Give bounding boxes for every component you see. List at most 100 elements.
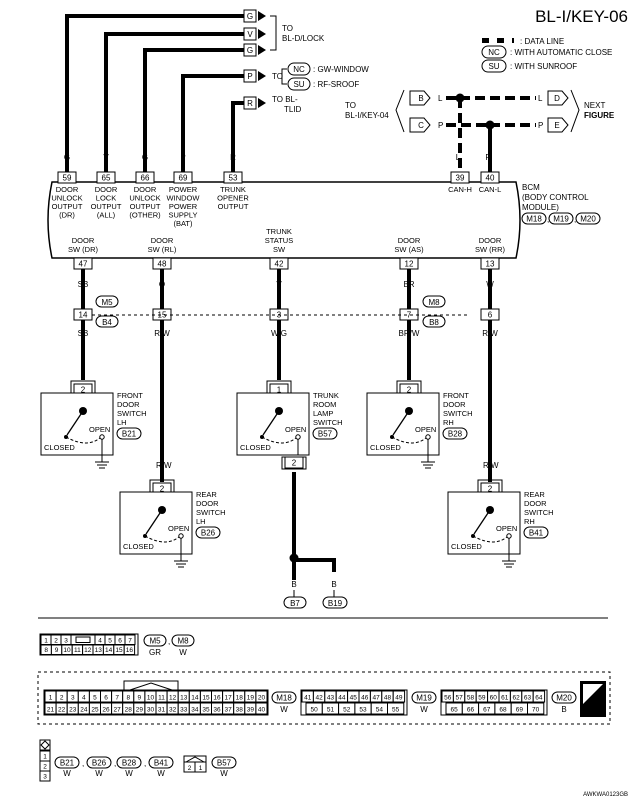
m18-r1-text-10: 11 — [158, 695, 165, 702]
m19-r1-text-2: 43 — [327, 695, 335, 702]
bot-desc-47-0: DOOR — [72, 236, 95, 245]
m18-r1-text-11: 12 — [169, 695, 177, 702]
view-m5-color: GR — [149, 648, 161, 657]
legend: : DATA LINE NC : WITH AUTOMATIC CLOSE SU… — [481, 37, 612, 73]
switch-front_rh-conn-tag — [442, 427, 468, 440]
switch-rear_lh-conn-tag — [195, 526, 221, 539]
bot-pin-48-label: 48 — [158, 260, 167, 269]
m18-r2-text-15: 36 — [213, 707, 221, 714]
top-desc-59-1: UNLOCK — [51, 194, 82, 203]
m5m8-r2-text-4: 12 — [84, 647, 92, 654]
switch-trunk-label-0: TRUNK — [313, 391, 339, 400]
m5m8-r2-text-1: 9 — [55, 647, 59, 654]
switch-rear_lh-body — [119, 491, 193, 555]
m18-r1-text-1: 2 — [60, 695, 64, 702]
bcm-conn-m18-tag — [521, 212, 547, 225]
switch-rear_lh-label-1: DOOR — [196, 499, 219, 508]
sw3-text-1: 2 — [43, 764, 47, 771]
m18-r1-text-0: 1 — [49, 695, 53, 702]
ground-b7: B7 — [290, 599, 300, 608]
m18-r2-text-6: 27 — [114, 707, 122, 714]
m18-r1-text-14: 15 — [202, 695, 210, 702]
jc-m8: M8 — [428, 298, 440, 307]
view-sw-b28-tag — [116, 756, 142, 769]
can-conn-b: B — [418, 94, 423, 103]
m18-r1-text-16: 17 — [225, 695, 233, 702]
view-sw-sep-0: , — [82, 759, 84, 768]
view-sw-b41-tag — [148, 756, 174, 769]
view-m18-color: W — [280, 705, 288, 714]
to-bl-key04-2: BL-I/KEY-04 — [345, 111, 389, 120]
bot-pin-47-box — [73, 257, 93, 270]
m18-r2-text-8: 29 — [136, 707, 144, 714]
wire-color-p: P — [247, 72, 252, 81]
switch-rear_lh-open: OPEN — [168, 524, 189, 533]
bot-desc-42-1: STATUS — [265, 236, 293, 245]
top-wire-66: G — [142, 153, 148, 162]
view-sw-sep-2: , — [144, 759, 146, 768]
to-bl-key04-1: TO — [345, 101, 356, 110]
view-sw-color-0: W — [63, 769, 71, 778]
bot-pin-12-label: 12 — [405, 260, 414, 269]
m18-r2-text-10: 31 — [158, 707, 166, 714]
switch-trunk-label-1: ROOM — [313, 400, 336, 409]
switch-front_rh-label-3: RH — [443, 418, 454, 427]
bot-w1-47: SB — [78, 280, 89, 289]
bot-w2-48: R/W — [154, 329, 170, 338]
top-pin-53-box — [223, 171, 243, 184]
ground-connectors: B B B7 B19 — [283, 580, 348, 609]
m18-r1-text-2: 3 — [71, 695, 75, 702]
m18-r1-text-15: 16 — [213, 695, 221, 702]
hs-text: H.S. — [586, 709, 600, 716]
view-sw-b28-tag-label: B28 — [122, 759, 137, 768]
m5m8-r2-text-8: 16 — [126, 647, 134, 654]
m20-r1-text-5: 61 — [501, 695, 509, 702]
nc-tag: NC — [293, 65, 305, 74]
switch-front_lh-open: OPEN — [89, 425, 110, 434]
footer-code: AWKWA0123GB — [583, 792, 628, 798]
switch-rear_lh-pin-label: 2 — [160, 485, 165, 494]
top-wire-69: P — [180, 153, 185, 162]
can-wire-l-right: L — [538, 94, 543, 103]
m5m8-r1-text-4: 4 — [98, 638, 102, 645]
view-m20-tag — [551, 691, 577, 704]
switch-front_rh-open: OPEN — [415, 425, 436, 434]
view-m8-tag — [171, 634, 195, 647]
bot-w1-48: O — [159, 280, 165, 289]
jc-b8: B8 — [429, 318, 439, 327]
view-m8-tag-label: M8 — [177, 637, 189, 646]
bcm-conn-m19-tag-label: M19 — [553, 215, 569, 224]
switch-trunk-label-3: SWITCH — [313, 418, 343, 427]
view-sw-b41-tag-label: B41 — [154, 759, 169, 768]
m20-r1-text-0: 56 — [444, 695, 452, 702]
sw3-text-0: 1 — [43, 754, 47, 761]
legend-data-line: : DATA LINE — [520, 37, 564, 46]
view-m8-color: W — [179, 648, 187, 657]
bot-pin-13-label: 13 — [486, 260, 495, 269]
next-figure-1: NEXT — [584, 101, 605, 110]
b57-text-1: 1 — [199, 765, 203, 772]
m18-r2-text-14: 35 — [202, 707, 210, 714]
m18-r1-cell-19 — [255, 690, 268, 703]
bot-pin-12-box — [399, 257, 419, 270]
switch-rear_rh-pin-label: 2 — [488, 485, 493, 494]
switch-rear_lh-label-0: REAR — [196, 490, 217, 499]
switch-rear_rh-conn-tag-label: B41 — [529, 529, 544, 538]
switch-front_lh-label-3: LH — [117, 418, 127, 427]
switch-rear_rh-label-3: RH — [524, 517, 535, 526]
m20-r2-cell-5 — [527, 702, 545, 715]
m18-r1-text-4: 5 — [93, 695, 97, 702]
m19-r2-text-2: 52 — [343, 707, 351, 714]
top-desc-59-3: (DR) — [59, 211, 75, 220]
switch-front_rh-closed: CLOSED — [370, 443, 401, 452]
bot-w1-12: BR — [403, 280, 414, 289]
can-desc-39: CAN-H — [448, 185, 472, 194]
switch-trunk-body — [236, 392, 310, 456]
m19-r2-cell-5 — [387, 702, 405, 715]
top-pin-59-label: 59 — [63, 174, 72, 183]
bot-desc-42-0: TRUNK — [266, 227, 292, 236]
b57-cell-1 — [194, 761, 207, 773]
can-conn-c: C — [418, 121, 424, 130]
